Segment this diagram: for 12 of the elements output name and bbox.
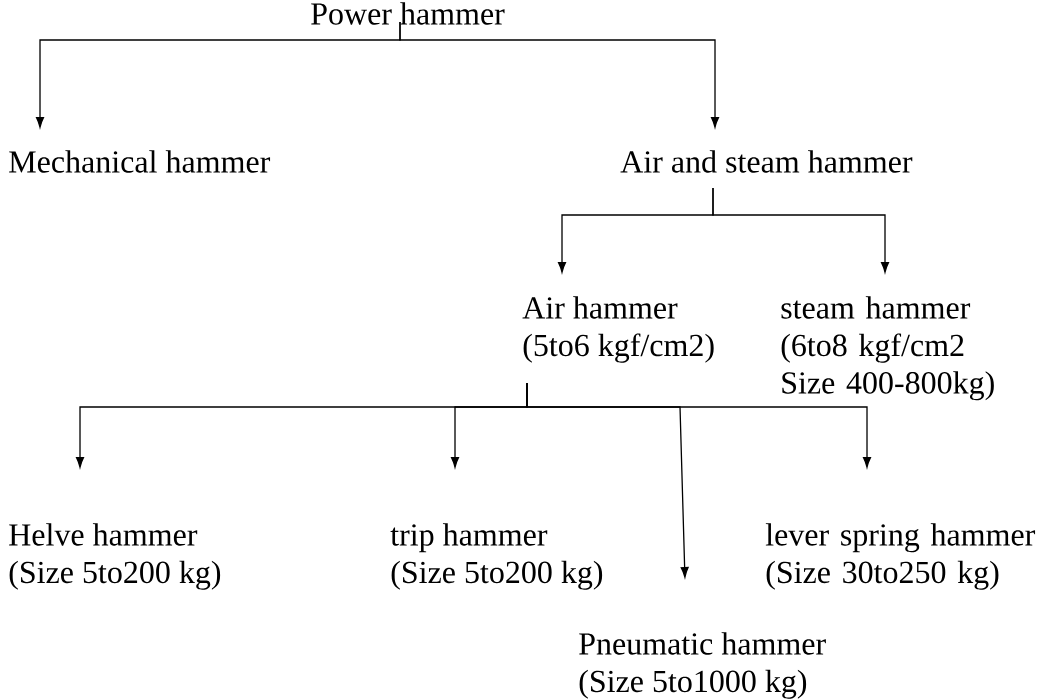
arrow <box>526 382 872 468</box>
node-label: Pneumatic hammer (Size 5to1000 kg) <box>579 632 826 699</box>
arrow <box>712 187 890 273</box>
node-label: Air and steam hammer <box>620 150 913 173</box>
node-label: Mechanical hammer <box>9 150 271 173</box>
node-label: trip hammer (Size 5to200 kg) <box>390 523 603 590</box>
node-label: Helve hammer (Size 5to200 kg) <box>9 523 221 590</box>
arrow <box>399 21 720 128</box>
node-label: lever spring hammer (Size 30to250 kg) <box>765 523 1036 590</box>
node-label: Power hammer <box>311 2 505 25</box>
node-label: steam hammer (6to8 kgf/cm2 Size 400-800kg) <box>781 296 994 401</box>
node-label: Air hammer (5to6 kgf/cm2) <box>522 296 714 363</box>
